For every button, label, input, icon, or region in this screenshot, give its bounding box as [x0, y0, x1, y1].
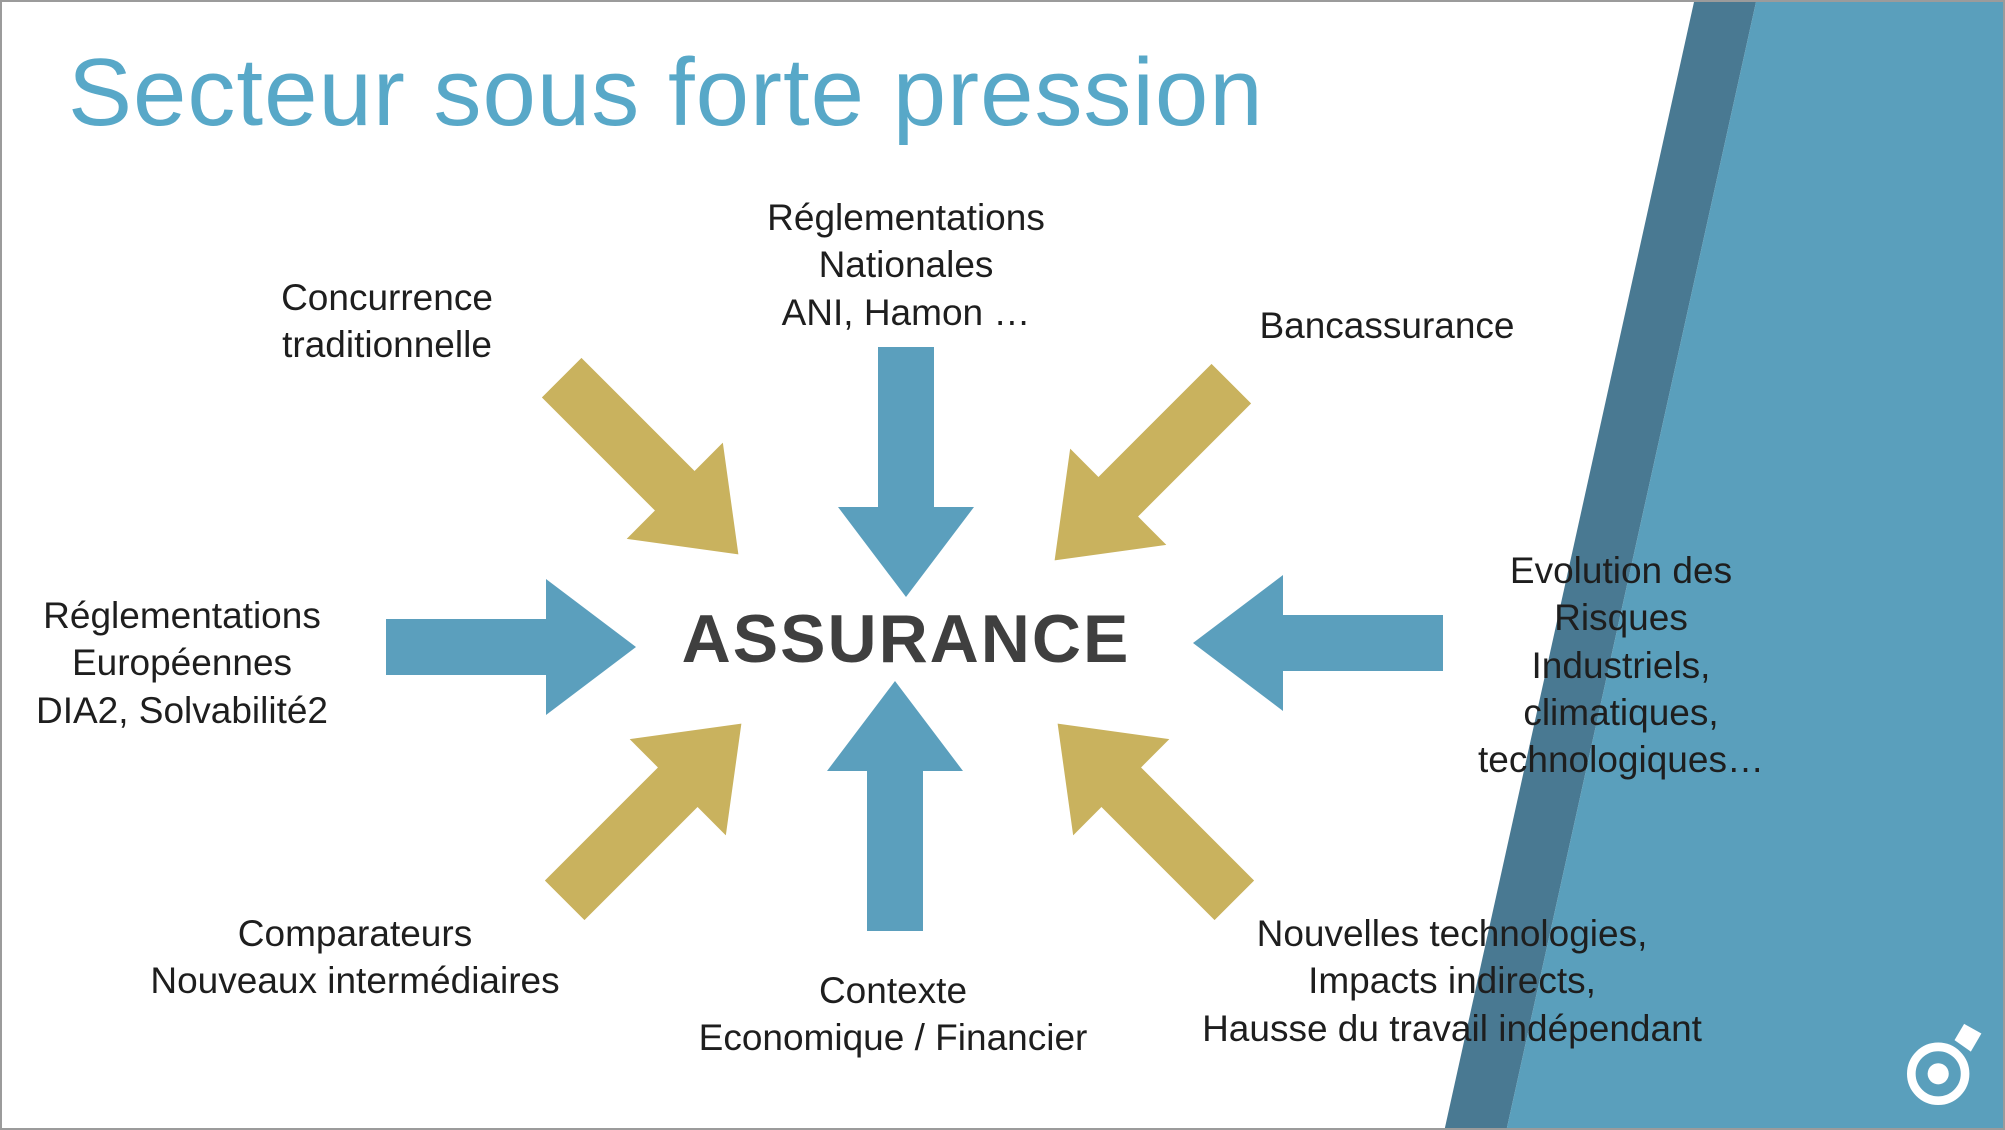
- arrow-shape: [1054, 363, 1252, 561]
- arrow-up-left-icon: [1010, 676, 1283, 949]
- factor-concurrence-traditionnelle: Concurrence traditionnelle: [281, 277, 493, 366]
- arrow-shape: [544, 723, 742, 921]
- arrow-shape: [541, 357, 739, 555]
- factor-bancassurance: Bancassurance: [1259, 305, 1515, 346]
- arrow-shape: [1193, 575, 1443, 711]
- slide-title: Secteur sous forte pression: [68, 39, 1264, 146]
- arrow-up-right-icon: [517, 676, 790, 949]
- arrow-down-icon: [838, 347, 974, 597]
- arrow-shape: [1057, 723, 1255, 921]
- factor-reglementations-europeennes: Réglementations Européennes DIA2, Solvab…: [35, 595, 329, 731]
- pen-nib-icon: [1954, 1023, 1982, 1052]
- arrow-down-right-icon: [514, 330, 787, 603]
- factor-contexte-economique: Contexte Economique / Financier: [698, 970, 1088, 1059]
- factor-evolution-risques: Evolution des Risques Industriels, clima…: [1478, 550, 1764, 781]
- arrow-shape: [838, 347, 974, 597]
- arrow-shape: [827, 681, 963, 931]
- logo-ring: [1907, 1042, 1970, 1105]
- center-label-assurance: ASSURANCE: [681, 601, 1131, 677]
- logo-dot: [1927, 1063, 1949, 1085]
- arrow-down-left-icon: [1007, 336, 1280, 609]
- arrow-up-icon: [827, 681, 963, 931]
- brand-logo-icon: [1907, 1023, 1982, 1105]
- factor-reglementations-nationales: Réglementations Nationales ANI, Hamon …: [767, 197, 1045, 333]
- factor-nouvelles-technologies: Nouvelles technologies, Impacts indirect…: [1202, 913, 1702, 1049]
- arrow-right-icon: [386, 579, 636, 715]
- arrow-left-icon: [1193, 575, 1443, 711]
- arrow-shape: [386, 579, 636, 715]
- factor-comparateurs: Comparateurs Nouveaux intermédiaires: [150, 913, 560, 1002]
